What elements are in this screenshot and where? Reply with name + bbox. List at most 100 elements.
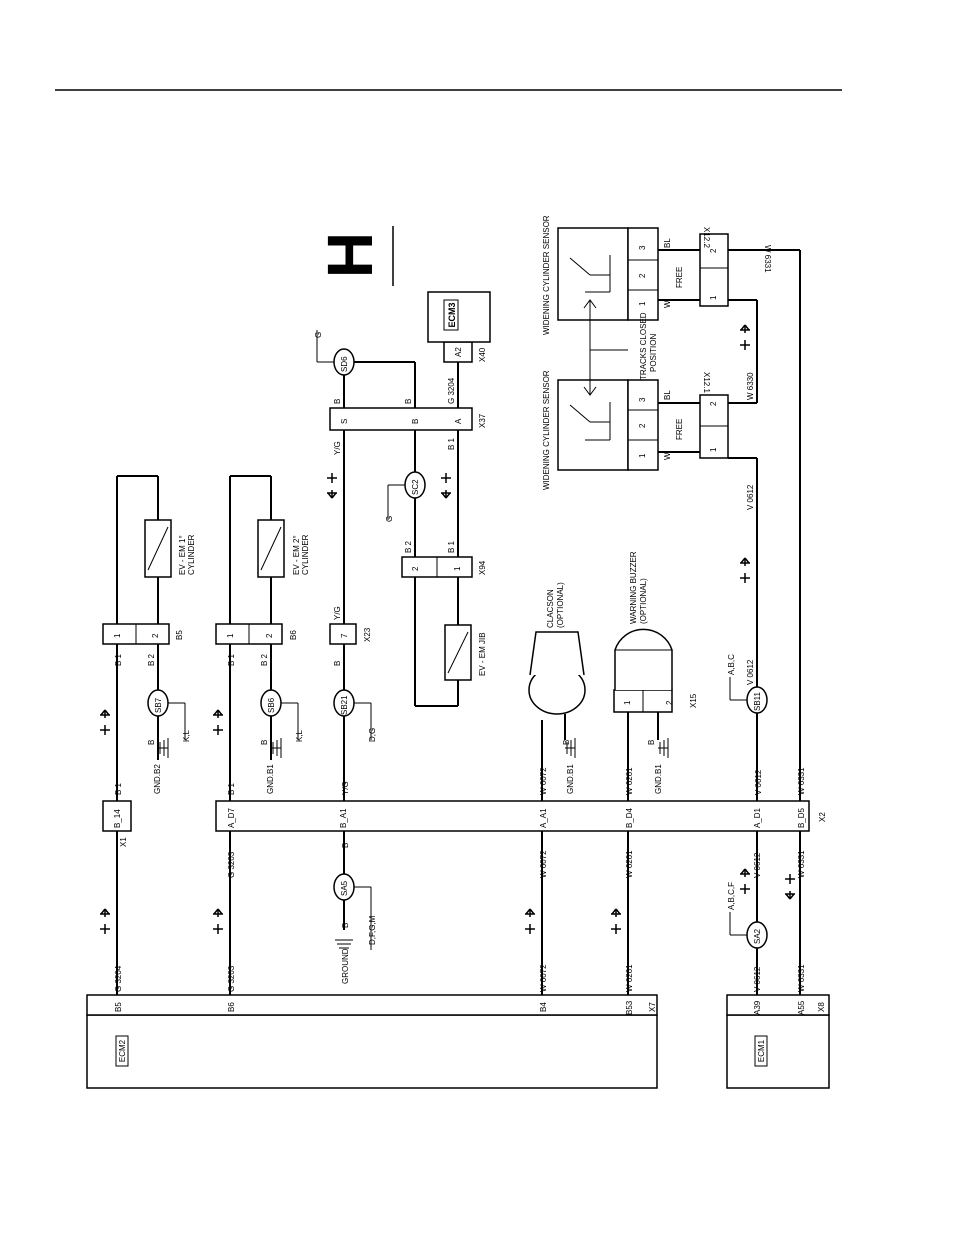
svg-text:SB6: SB6 — [267, 697, 276, 713]
connector-x12-1: 2 1 X12.1 — [699, 372, 729, 459]
connector-x12-2: 2 1 X12.2 — [699, 227, 729, 307]
widening-cylinder-sensor-1: 3 2 1 WIDENING CYLINDER SENSOR — [542, 370, 659, 490]
svg-text:A_D7: A_D7 — [227, 807, 236, 828]
svg-text:A,B,C: A,B,C — [727, 654, 736, 675]
svg-text:GND.B2: GND.B2 — [153, 764, 162, 794]
svg-text:G: G — [385, 516, 394, 522]
svg-text:EV - EM JIB: EV - EM JIB — [478, 632, 487, 676]
svg-text:SB11: SB11 — [753, 691, 762, 711]
svg-text:GND.B1: GND.B1 — [654, 764, 663, 794]
coil-ev-em2: EV - EM 2° CYLINDER — [257, 519, 310, 578]
svg-text:EV - EM 1°: EV - EM 1° — [178, 535, 187, 575]
svg-text:B 1: B 1 — [447, 540, 456, 553]
svg-text:W: W — [663, 452, 672, 460]
ecm1-block: ECM1 A39 A55 X8 — [726, 994, 830, 1089]
svg-text:X37: X37 — [478, 413, 487, 428]
svg-text:B 1: B 1 — [227, 782, 236, 795]
svg-text:B6: B6 — [289, 630, 298, 640]
svg-text:G 3203: G 3203 — [227, 965, 236, 992]
svg-text:B_A1: B_A1 — [339, 808, 348, 828]
svg-text:B: B — [404, 399, 413, 404]
ecm2-pin-b6: B6 — [227, 1002, 236, 1012]
svg-text:G 3204: G 3204 — [114, 965, 123, 992]
svg-text:K,L: K,L — [295, 729, 304, 742]
svg-text:BL: BL — [663, 238, 672, 248]
svg-text:B: B — [341, 923, 350, 928]
svg-text:(OPTIONAL): (OPTIONAL) — [556, 582, 565, 628]
svg-text:TRACKS CLOSED: TRACKS CLOSED — [639, 312, 648, 380]
svg-text:B: B — [147, 740, 156, 745]
section-letter: H — [314, 232, 386, 278]
svg-text:W: W — [663, 300, 672, 308]
svg-text:X2: X2 — [818, 812, 827, 822]
svg-text:B_14: B_14 — [113, 809, 122, 828]
svg-text:B_D4: B_D4 — [625, 807, 634, 828]
svg-text:W 6261: W 6261 — [625, 850, 634, 878]
connector-x94: 2 1 X94 — [401, 556, 487, 578]
ecm1-pin-a55: A55 — [797, 1000, 806, 1015]
svg-text:B 2: B 2 — [260, 653, 269, 666]
svg-text:X12.1: X12.1 — [702, 372, 711, 393]
svg-text:GROUND: GROUND — [341, 948, 350, 984]
svg-text:B 1: B 1 — [227, 653, 236, 666]
svg-text:W 6331: W 6331 — [797, 767, 806, 795]
svg-text:X23: X23 — [363, 627, 372, 642]
connector-b6: 1 2 B6 — [215, 623, 298, 645]
svg-text:FREE: FREE — [675, 419, 684, 440]
svg-text:A: A — [454, 418, 463, 424]
svg-text:1: 1 — [709, 447, 718, 452]
signal-arrows-lower — [100, 868, 795, 934]
svg-text:V 0612: V 0612 — [746, 659, 755, 685]
svg-text:SB21: SB21 — [340, 695, 349, 715]
svg-text:B_D5: B_D5 — [797, 807, 806, 828]
svg-text:W 6261: W 6261 — [625, 964, 634, 992]
svg-text:W 6331: W 6331 — [797, 850, 806, 878]
svg-text:BL: BL — [663, 390, 672, 400]
svg-text:FREE: FREE — [675, 267, 684, 288]
connector-x37: S B A X37 — [329, 407, 487, 431]
svg-text:W 6072: W 6072 — [539, 767, 548, 795]
svg-text:B 1: B 1 — [114, 653, 123, 666]
svg-text:G 3203: G 3203 — [227, 851, 236, 878]
ecm1-pin-a39: A39 — [753, 1000, 762, 1015]
svg-text:1: 1 — [453, 566, 462, 571]
svg-text:W 6331: W 6331 — [763, 245, 772, 273]
svg-text:CYLINDER: CYLINDER — [301, 534, 310, 575]
svg-text:2: 2 — [709, 401, 718, 406]
svg-text:WIDENING CYLINDER SENSOR: WIDENING CYLINDER SENSOR — [542, 370, 551, 490]
svg-text:B 1: B 1 — [447, 437, 456, 450]
svg-text:W 6261: W 6261 — [625, 767, 634, 795]
svg-text:W 6072: W 6072 — [539, 964, 548, 992]
svg-text:WARNING BUZZER: WARNING BUZZER — [629, 551, 638, 624]
warning-buzzer: 1 2 X15 WARNING BUZZER (OPTIONAL) — [613, 551, 698, 713]
svg-text:D,G: D,G — [368, 728, 377, 742]
svg-text:V 0612: V 0612 — [754, 769, 763, 795]
svg-text:W 6072: W 6072 — [539, 850, 548, 878]
svg-text:X94: X94 — [478, 560, 487, 575]
splice-sa2: SA2 A,B,C,F — [727, 882, 768, 949]
svg-text:B: B — [333, 661, 342, 666]
svg-text:SB7: SB7 — [154, 697, 163, 713]
svg-text:SD6: SD6 — [340, 356, 349, 372]
svg-text:EV - EM 2°: EV - EM 2° — [292, 535, 301, 575]
ecm3-block: A2 X40 ECM3 — [427, 291, 491, 363]
coil-ev-em1: EV - EM 1° CYLINDER — [144, 519, 196, 578]
horn-clacson: CLACSON (OPTIONAL) — [528, 582, 586, 715]
svg-text:1: 1 — [709, 295, 718, 300]
svg-text:3: 3 — [638, 245, 647, 250]
svg-text:B: B — [411, 419, 420, 424]
connector-x23: 7 X23 — [329, 623, 372, 645]
svg-text:D,F,G,M: D,F,G,M — [368, 915, 377, 945]
splice-sa5: SA5 D,F,G,M B GROUND — [333, 873, 377, 984]
svg-text:GND.B1: GND.B1 — [566, 764, 575, 794]
svg-text:1: 1 — [623, 700, 632, 705]
svg-text:1: 1 — [638, 453, 647, 458]
svg-text:A,B,C,F: A,B,C,F — [727, 882, 736, 910]
svg-text:(OPTIONAL): (OPTIONAL) — [639, 578, 648, 624]
ecm2-pin-b5: B5 — [114, 1002, 123, 1012]
svg-text:WIDENING CYLINDER SENSOR: WIDENING CYLINDER SENSOR — [542, 215, 551, 335]
svg-text:X1: X1 — [119, 837, 128, 847]
svg-text:A2: A2 — [454, 347, 463, 357]
svg-text:2: 2 — [638, 423, 647, 428]
